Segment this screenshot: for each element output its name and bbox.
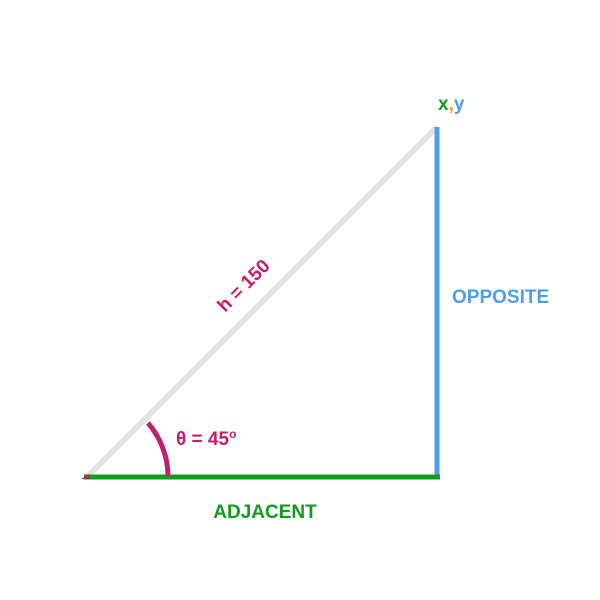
point-y-label: y [454, 94, 465, 115]
hypotenuse-line [83, 124, 440, 481]
hypotenuse-label: h = 150 [214, 256, 275, 317]
angle-degree-mark: o [229, 427, 236, 441]
opposite-label: OPPOSITE [452, 287, 549, 308]
angle-arc [146, 421, 171, 477]
angle-origin-tip [81, 474, 90, 479]
point-comma-label: , [449, 94, 454, 115]
point-x-label: x [438, 94, 449, 115]
angle-label: θ = 45o [176, 427, 236, 450]
angle-value-label: θ = 45 [176, 429, 229, 450]
adjacent-label: ADJACENT [213, 502, 317, 523]
point-label: x,y [438, 94, 465, 115]
